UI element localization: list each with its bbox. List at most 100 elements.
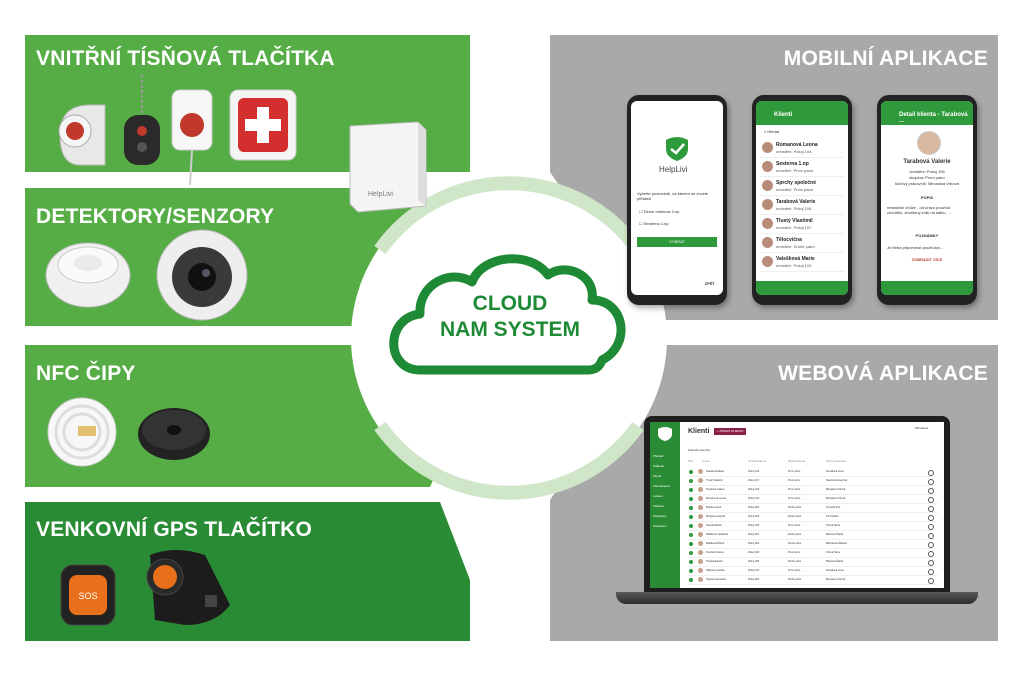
phone-login-logo-text: HelpLivi xyxy=(659,165,688,174)
phone-client-detail: Detail klienta - Tarabová ... Tarabová V… xyxy=(877,95,977,305)
detail-icon[interactable] xyxy=(928,506,934,512)
detail-icon[interactable] xyxy=(928,542,934,548)
nfc-token xyxy=(138,408,210,460)
phone-login-option-1[interactable]: ☐ Denní místnost 2.np xyxy=(639,209,680,214)
web-table-header: Stav Jméno Umístění klienta Skupina klienta… xyxy=(688,460,938,466)
list-item-location: umístění: Pokoj 106 xyxy=(776,206,812,211)
avatar xyxy=(698,541,703,546)
detail-icon[interactable] xyxy=(928,470,934,476)
avatar xyxy=(698,550,703,555)
sidebar-item[interactable]: Lokace xyxy=(653,494,663,498)
sidebar-item[interactable]: Přehled xyxy=(653,454,664,458)
sidebar-item[interactable]: Příspěvky xyxy=(653,514,667,518)
detail-icon[interactable] xyxy=(928,524,934,530)
sidebar-item[interactable]: Klienti xyxy=(653,474,662,478)
status-person-icon xyxy=(689,479,693,483)
sidebar-item[interactable]: Nastavení xyxy=(653,524,667,528)
avatar xyxy=(698,568,703,573)
table-cell: Pokoj 203 xyxy=(748,515,760,518)
avatar xyxy=(698,478,703,483)
detail-icon[interactable] xyxy=(928,560,934,566)
laptop-base xyxy=(616,592,978,604)
table-cell: Skalníková Jarmila xyxy=(826,479,847,482)
title-indoor-buttons: VNITŘNÍ TÍSŇOVÁ TLAČÍTKA xyxy=(36,47,335,70)
detail-icon[interactable] xyxy=(928,569,934,575)
table-cell: Mikulová Šárka xyxy=(826,560,844,563)
table-cell: Romanová Leona xyxy=(706,497,726,500)
list-item-name: Sprchy společné xyxy=(776,180,817,186)
detail-icon[interactable] xyxy=(928,488,934,494)
table-cell: Pokoj 108 xyxy=(748,551,760,554)
detail-icon[interactable] xyxy=(928,497,934,503)
table-cell: Hejtová Jaroslava xyxy=(706,578,726,581)
table-cell: Pokoj 204 xyxy=(748,542,760,545)
status-person-icon xyxy=(689,542,693,546)
table-header-cell[interactable]: Skupina klienta xyxy=(788,460,805,463)
phone-clients-appbar: Klienti xyxy=(756,101,848,125)
sidebar-item[interactable]: Zaměstnanci xyxy=(653,484,671,488)
phone-detail-popis[interactable]: POPIS xyxy=(920,195,934,200)
phone-clients-search[interactable]: ⌕ Hledat xyxy=(764,129,779,134)
detail-icon[interactable] xyxy=(928,515,934,521)
detail-icon[interactable] xyxy=(928,533,934,539)
phone-detail-screen: Detail klienta - Tarabová ... Tarabová V… xyxy=(881,101,973,295)
sidebar-item[interactable]: Tlačítka xyxy=(653,504,664,508)
phone-detail-show-more[interactable]: ZOBRAZIT VÍCE xyxy=(911,257,943,262)
table-header-cell[interactable]: Klíčový pracovník xyxy=(826,460,846,463)
table-cell: Hruška Eduard xyxy=(706,560,723,563)
table-header-cell[interactable]: Umístění klienta xyxy=(748,460,766,463)
detail-icon[interactable] xyxy=(928,551,934,557)
table-cell: Nováková Irena xyxy=(826,569,844,572)
table-cell: Pokoj 103 xyxy=(748,470,760,473)
title-mobile: MOBILNÍ APLIKACE xyxy=(783,47,988,70)
web-add-client-button[interactable]: + PŘIDAT KLIENTA xyxy=(714,428,747,435)
phone-login-back-button[interactable]: ZPĚT xyxy=(704,281,715,286)
table-cell: Pokoj 101 xyxy=(748,569,760,572)
detail-icon[interactable] xyxy=(928,479,934,485)
web-filter[interactable]: Zobrazit všechny xyxy=(688,448,711,452)
table-cell: Druhé patro xyxy=(788,542,802,545)
detectors-image xyxy=(45,229,248,321)
phone-login-prompt: Vyberte prosovistě, na kterém se chcete … xyxy=(637,191,709,201)
status-person-icon xyxy=(689,551,693,555)
detail-icon[interactable] xyxy=(928,578,934,584)
title-gps: VENKOVNÍ GPS TLAČÍTKO xyxy=(36,518,313,541)
status-person-icon xyxy=(689,497,693,501)
gps-sos-pendant: SOS xyxy=(60,564,116,626)
table-header-cell[interactable]: Stav xyxy=(688,460,694,463)
sidebar-item[interactable]: Události xyxy=(653,464,664,468)
phone-clients-title: Klienti xyxy=(774,112,793,118)
avatar xyxy=(762,237,773,248)
table-header-cell[interactable]: Jméno xyxy=(702,460,710,463)
phone-login-select-button[interactable]: VYBRAT xyxy=(637,237,717,247)
gps-watch xyxy=(146,550,230,625)
avatar xyxy=(698,559,703,564)
panel-gps-bg xyxy=(25,502,470,641)
web-user-name[interactable]: Miroslava xyxy=(915,426,928,430)
phone-login-option-2[interactable]: ☐ Sesterna 1.np xyxy=(639,221,669,226)
phone-detail-poznamky[interactable]: POZNÁMKY xyxy=(915,233,939,238)
smoke-detector xyxy=(45,242,131,308)
